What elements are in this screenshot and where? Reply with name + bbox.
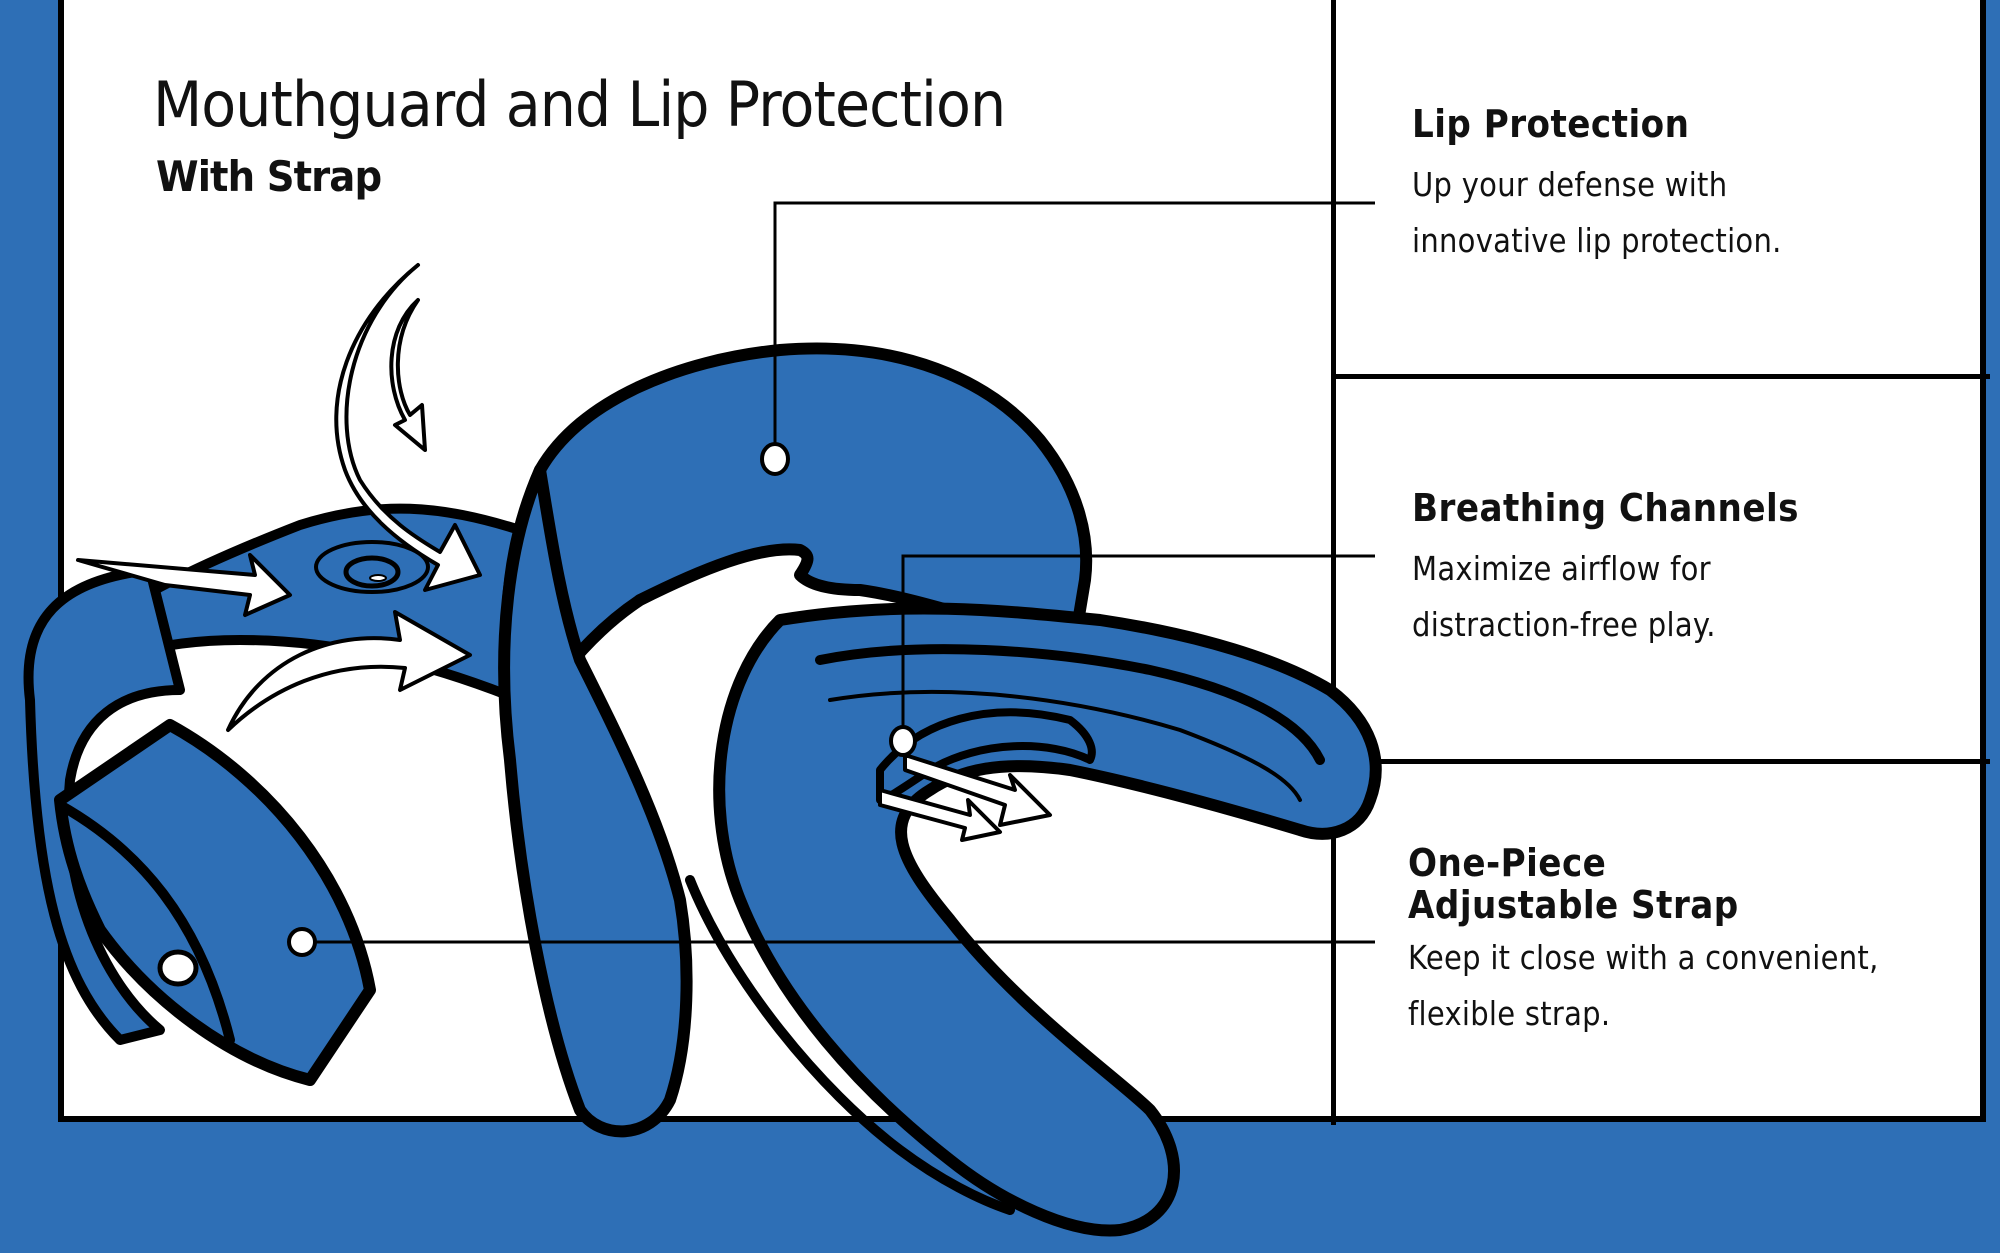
airflow-arrow-icon bbox=[226, 610, 472, 732]
feature-heading: Breathing Channels bbox=[1412, 486, 1799, 530]
row-divider-1 bbox=[1331, 374, 1990, 379]
strap-callout-dot bbox=[287, 927, 317, 957]
strap-clip bbox=[54, 719, 376, 1086]
lip-leader-line bbox=[773, 201, 1375, 445]
airflow-arrow-icon bbox=[389, 298, 427, 452]
breathing-callout-dot bbox=[889, 725, 917, 757]
row-divider-2 bbox=[1331, 759, 1990, 764]
feature-adjustable-strap: One-Piece Adjustable Strap Keep it close… bbox=[1408, 842, 1943, 1042]
feature-description: Maximize airflow for distraction-free pl… bbox=[1412, 549, 1716, 644]
airflow-arrow-icon bbox=[334, 263, 482, 592]
airflow-arrow-icon bbox=[903, 753, 1052, 827]
page-subtitle: With Strap bbox=[156, 152, 382, 201]
feature-description: Up your defense with innovative lip prot… bbox=[1412, 165, 1782, 260]
page-title: Mouthguard and Lip Protection bbox=[153, 68, 1006, 141]
feature-heading: Lip Protection bbox=[1412, 102, 1690, 146]
column-divider bbox=[1331, 0, 1336, 1125]
strap-vent bbox=[314, 540, 430, 594]
feature-lip-protection: Lip Protection Up your defense with inno… bbox=[1412, 103, 1832, 269]
strap-clip-hole bbox=[157, 949, 199, 987]
feature-breathing-channels: Breathing Channels Maximize airflow for … bbox=[1412, 487, 1842, 653]
feature-heading: One-Piece Adjustable Strap bbox=[1408, 841, 1739, 927]
breathing-leader-line bbox=[901, 554, 1375, 728]
feature-description: Keep it close with a convenient, flexibl… bbox=[1408, 938, 1879, 1033]
lip-shield-lobe bbox=[498, 464, 693, 1138]
airflow-arrow-icon bbox=[878, 788, 1002, 842]
lip-callout-dot bbox=[760, 442, 790, 476]
airflow-arrow-icon bbox=[76, 553, 292, 617]
